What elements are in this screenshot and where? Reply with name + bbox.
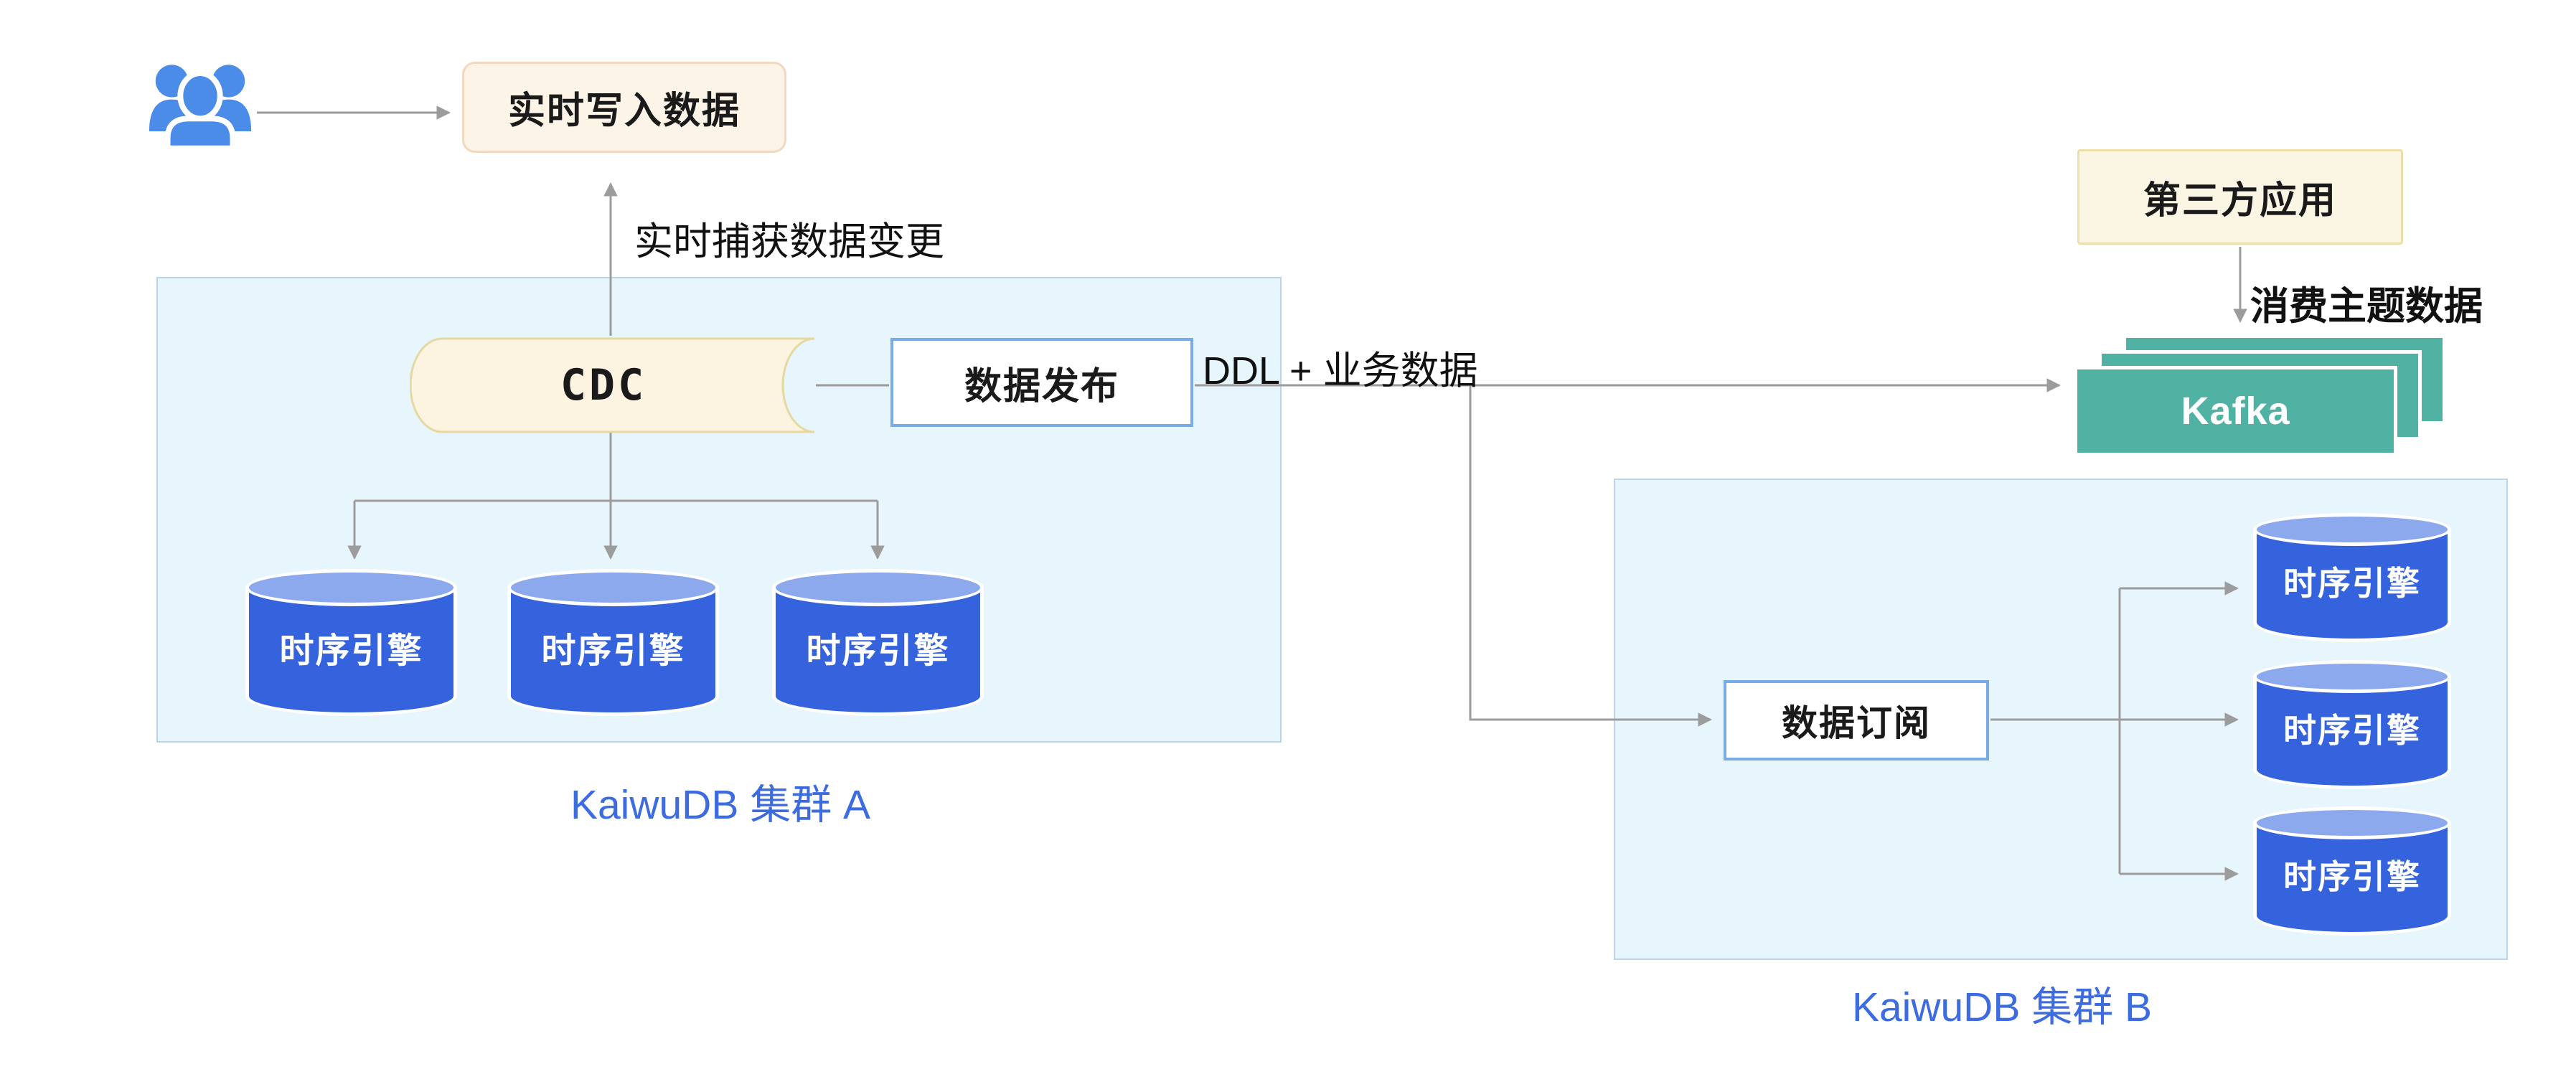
data-subscribe-label: 数据订阅 (1782, 703, 1931, 743)
third-party-app-label: 第三方应用 (2143, 180, 2337, 222)
realtime-write-label: 实时写入数据 (507, 90, 741, 132)
engine-label: 时序引擎 (541, 631, 685, 670)
consume-topic-label: 消费主题数据 (2250, 285, 2483, 328)
cylinder-top (507, 569, 719, 606)
realtime-write-box: 实时写入数据 (462, 62, 786, 153)
users-group-icon (149, 65, 252, 151)
data-subscribe-box: 数据订阅 (1724, 680, 1989, 760)
cylinder-top (245, 569, 457, 606)
engine-a1-cylinder: 时序引擎 (245, 569, 457, 716)
engine-b1-cylinder: 时序引擎 (2253, 513, 2451, 642)
cdc-shape: CDC (410, 337, 816, 433)
cylinder-top (2253, 660, 2451, 693)
data-publish-box: 数据发布 (890, 338, 1193, 427)
engine-b2-cylinder: 时序引擎 (2253, 660, 2451, 789)
engine-label: 时序引擎 (2283, 857, 2421, 895)
engine-a2-cylinder: 时序引擎 (507, 569, 719, 716)
engine-b3-cylinder: 时序引擎 (2253, 806, 2451, 936)
cylinder-body (507, 588, 719, 716)
engine-label: 时序引擎 (2283, 711, 2421, 749)
cluster-b-label: KaiwuDB 集群 B (1851, 984, 2153, 1030)
kafka-box: Kafka (2074, 366, 2397, 456)
capture-change-label: 实时捕获数据变更 (634, 220, 944, 263)
cdc-label: CDC (560, 360, 647, 410)
engine-label: 时序引擎 (806, 631, 950, 670)
engine-label: 时序引擎 (279, 631, 423, 670)
engine-label: 时序引擎 (2283, 564, 2421, 602)
cylinder-top (772, 569, 984, 606)
engine-a3-cylinder: 时序引擎 (772, 569, 984, 716)
cylinder-top (2253, 806, 2451, 839)
cylinder-body (2253, 823, 2451, 936)
third-party-app-box: 第三方应用 (2077, 149, 2403, 245)
kafka-label: Kafka (2181, 390, 2290, 433)
data-publish-label: 数据发布 (964, 365, 1119, 408)
cylinder-top (2253, 513, 2451, 546)
cylinder-body (772, 588, 984, 716)
edge-branch-to-subscribe (1469, 385, 1712, 727)
cylinder-body (2253, 529, 2451, 642)
ddl-payload-label: DDL + 业务数据 (1203, 349, 1478, 392)
cluster-a-label: KaiwuDB 集群 A (570, 782, 871, 828)
cylinder-body (245, 588, 457, 716)
cylinder-body (2253, 677, 2451, 789)
